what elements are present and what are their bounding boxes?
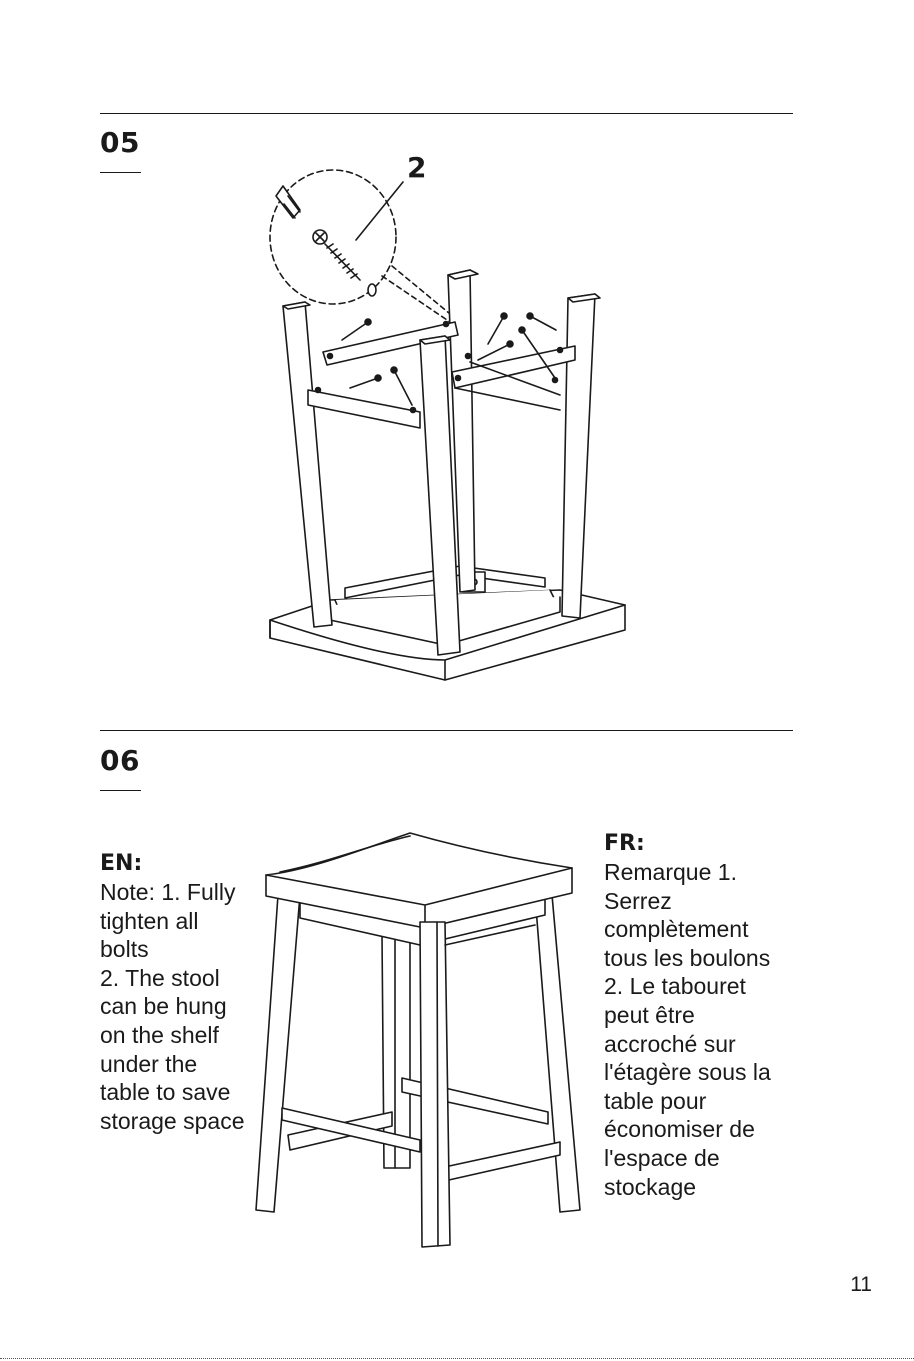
screw-detail-callout: [270, 170, 455, 322]
step-05-number: 05: [100, 127, 140, 159]
french-note: FR: Remarque 1. Serrez complètement tous…: [604, 830, 771, 1201]
page-bottom-edge: [0, 1358, 914, 1359]
page-number: 11: [850, 1273, 872, 1297]
french-line: accroché sur: [604, 1030, 771, 1059]
step-05-underline: [100, 172, 141, 173]
french-line: table pour: [604, 1087, 771, 1116]
screw-part-number-label: 2: [407, 151, 426, 184]
english-note: EN: Note: 1. Fully tighten all bolts 2. …: [100, 850, 244, 1135]
english-line: table to save: [100, 1078, 244, 1107]
french-line: complètement: [604, 915, 771, 944]
english-line: bolts: [100, 935, 244, 964]
french-line: Remarque 1.: [604, 858, 771, 887]
french-line: l'espace de: [604, 1144, 771, 1173]
english-line: 2. The stool: [100, 964, 244, 993]
french-line: tous les boulons: [604, 944, 771, 973]
english-line: tighten all: [100, 907, 244, 936]
english-line: on the shelf: [100, 1021, 244, 1050]
french-line: l'étagère sous la: [604, 1058, 771, 1087]
right-leg: [535, 895, 580, 1212]
english-line: Note: 1. Fully: [100, 878, 244, 907]
english-line: under the: [100, 1050, 244, 1079]
right-leg: [562, 294, 595, 618]
step-05-divider: [100, 113, 793, 114]
french-line: 2. Le tabouret: [604, 972, 771, 1001]
french-heading: FR:: [604, 830, 771, 858]
french-line: économiser de: [604, 1115, 771, 1144]
left-leg: [283, 302, 332, 627]
front-leg: [420, 922, 450, 1247]
english-line: storage space: [100, 1107, 244, 1136]
step-06-illustration-finished-stool: [255, 828, 585, 1253]
left-leg: [256, 895, 300, 1212]
step-06-underline: [100, 790, 141, 791]
step-06-number: 06: [100, 745, 140, 777]
step-05-illustration-upside-down-stool: 2: [260, 150, 640, 690]
english-line: can be hung: [100, 992, 244, 1021]
french-line: peut être: [604, 1001, 771, 1030]
english-heading: EN:: [100, 850, 244, 878]
french-line: Serrez: [604, 887, 771, 916]
step-06-divider: [100, 730, 793, 731]
french-line: stockage: [604, 1173, 771, 1202]
